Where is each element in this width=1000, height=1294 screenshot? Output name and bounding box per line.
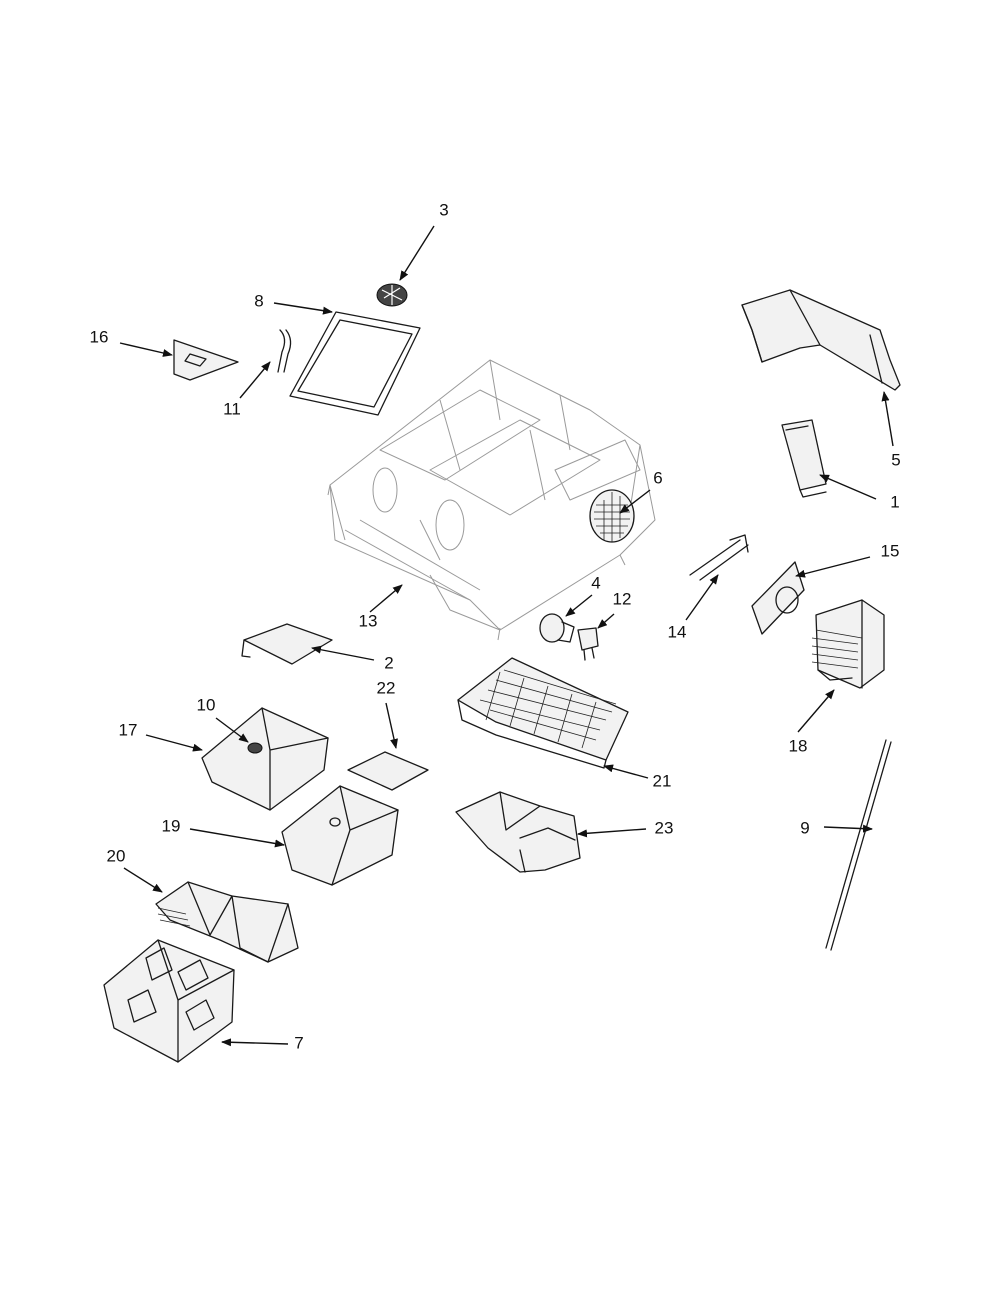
- part-20-vent: [155, 881, 299, 963]
- callout-14: 14: [668, 622, 687, 641]
- leader-17: [145, 734, 203, 752]
- part-13-chassis: [327, 359, 656, 641]
- callout-8: 8: [254, 291, 263, 310]
- part-7-cradle: [103, 939, 235, 1063]
- callout-20: 20: [107, 846, 126, 865]
- callout-9: 9: [800, 818, 809, 837]
- part-10-sensor: [247, 742, 263, 754]
- leader-21: [603, 764, 649, 779]
- callout-13: 13: [359, 611, 378, 630]
- callout-3: 3: [439, 200, 448, 219]
- leader-lines: [119, 225, 894, 1047]
- callout-15: 15: [881, 541, 900, 560]
- callout-22: 22: [377, 678, 396, 697]
- part-12-socket: [577, 627, 599, 661]
- part-23-bracket-assembly: [455, 791, 581, 873]
- leader-2: [311, 645, 375, 661]
- leader-11: [239, 361, 271, 399]
- callout-6: 6: [653, 468, 662, 487]
- part-14-thermal-cutoff: [689, 534, 749, 581]
- callout-4: 4: [591, 573, 600, 592]
- part-9-rod: [825, 739, 892, 951]
- leader-8: [273, 302, 333, 315]
- leader-19: [189, 828, 285, 848]
- leader-23: [577, 828, 647, 838]
- callout-7: 7: [294, 1033, 303, 1052]
- callout-2: 2: [384, 653, 393, 672]
- leader-15: [795, 556, 871, 578]
- leader-13: [369, 584, 403, 613]
- callout-18: 18: [789, 736, 808, 755]
- callout-1: 1: [890, 492, 899, 511]
- part-3-fan-motor: [376, 283, 408, 307]
- part-15-plate: [751, 561, 805, 635]
- callout-21: 21: [653, 771, 672, 790]
- callout-19: 19: [162, 816, 181, 835]
- part-21-grille-tray: [457, 657, 629, 769]
- leader-10: [215, 717, 249, 743]
- part-2-cover-plate: [241, 623, 333, 665]
- part-11-tube: [277, 329, 292, 373]
- leader-6: [619, 489, 651, 514]
- leader-14: [685, 574, 719, 621]
- part-8-filter-frame: [289, 311, 421, 416]
- callout-11: 11: [223, 399, 241, 418]
- leader-7: [221, 1038, 289, 1047]
- part-16-plate: [173, 339, 239, 381]
- part-19-bracket: [281, 785, 399, 886]
- leader-20: [123, 867, 163, 893]
- part-5-duct-cover: [741, 289, 901, 391]
- leader-4: [565, 594, 593, 617]
- leader-12: [597, 613, 615, 629]
- callout-12: 12: [613, 589, 632, 608]
- leader-18: [797, 689, 835, 733]
- leader-9: [823, 824, 873, 833]
- leader-3: [399, 225, 435, 281]
- callout-labels: 3 8 16 11 5 1 6 15 14 4 12 13 2 22 10 17…: [90, 200, 901, 1052]
- part-6-blower-fan: [589, 489, 635, 543]
- leader-16: [119, 342, 173, 357]
- part-1-bracket: [781, 419, 827, 498]
- leader-22: [385, 702, 398, 749]
- callout-17: 17: [119, 720, 138, 739]
- part-18-magnetron: [811, 599, 885, 689]
- leader-5: [881, 391, 894, 447]
- callout-5: 5: [891, 450, 900, 469]
- callout-16: 16: [90, 327, 109, 346]
- callout-10: 10: [197, 695, 216, 714]
- part-22-plate: [347, 751, 429, 791]
- leader-1: [819, 474, 877, 500]
- callout-23: 23: [655, 818, 674, 837]
- part-17-cover: [201, 707, 329, 811]
- part-4-bulb: [539, 613, 575, 643]
